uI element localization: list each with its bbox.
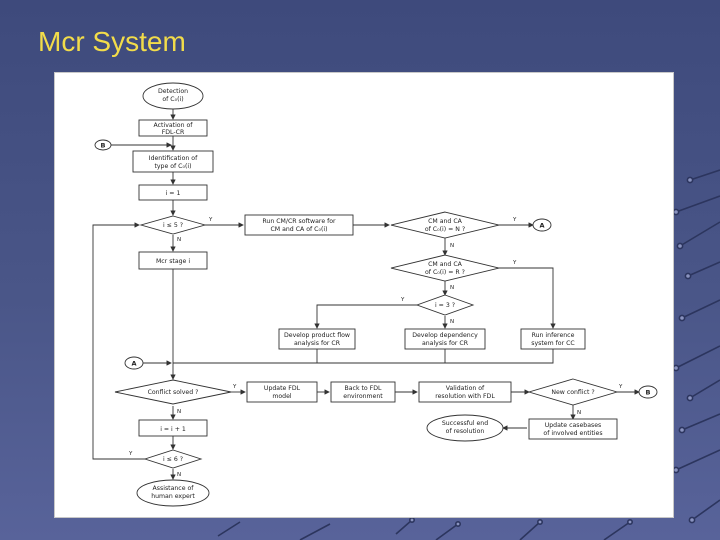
decision-cm-ca-n-line-1: CM and CA xyxy=(428,218,463,225)
decision-conflict-solved-label: Conflict solved ? xyxy=(148,389,199,396)
decision-cm-ca-r-line-2: of C₀(i) = R ? xyxy=(425,269,465,276)
flowchart-diagram: Detection of C₀(i) Activation of FDL-CR … xyxy=(92,82,658,507)
develop-product-flow-node: Develop product flow analysis for CR xyxy=(278,328,356,350)
successful-end-node: Successful end of resolution xyxy=(426,414,504,442)
increment-i-node: i = i + 1 xyxy=(138,419,208,437)
validation-line-1: Validation of xyxy=(446,385,485,392)
develop-dependency-node: Develop dependency analysis for CR xyxy=(404,328,486,350)
update-fdl-line-1: Update FDL xyxy=(264,385,301,392)
run-inference-line-1: Run inference xyxy=(532,332,575,339)
decision-i-leq-5-label: i ≤ 5 ? xyxy=(163,222,183,229)
successful-end-line-1: Successful end xyxy=(442,420,488,427)
edge-label-yes: Y xyxy=(512,217,517,223)
edge-label-no: N xyxy=(450,319,454,325)
connector-b: B xyxy=(94,139,112,151)
edge-label-no: N xyxy=(450,285,454,291)
edge-label-no: N xyxy=(450,243,454,249)
edge-label-no: N xyxy=(177,409,181,415)
run-cmcr-line-2: CM and CA of C₀(i) xyxy=(270,226,327,233)
connector-a-right-label: A xyxy=(539,222,544,230)
connector-a-right: A xyxy=(532,218,552,232)
develop-product-flow-line-2: analysis for CR xyxy=(294,340,341,347)
develop-product-flow-line-1: Develop product flow xyxy=(284,332,350,339)
slide-title: Mcr System xyxy=(38,26,186,57)
update-casebases-node: Update casebases of involved entities xyxy=(528,418,618,440)
back-to-fdl-node: Back to FDL environment xyxy=(330,381,396,403)
human-expert-node: Assistance of human expert xyxy=(136,479,210,507)
edge-label-no: N xyxy=(577,410,581,416)
develop-dependency-line-1: Develop dependency xyxy=(412,332,478,339)
decision-i-leq-6: i ≤ 6 ? xyxy=(143,449,203,469)
detection-line-1: Detection xyxy=(158,88,188,95)
validation-line-2: resolution with FDL xyxy=(435,393,495,400)
connector-b-label: B xyxy=(101,142,106,150)
detection-line-2: of C₀(i) xyxy=(162,96,183,103)
decision-conflict-solved: Conflict solved ? xyxy=(114,379,232,405)
decision-i-leq-6-label: i ≤ 6 ? xyxy=(163,456,183,463)
develop-dependency-line-2: analysis for CR xyxy=(422,340,469,347)
decision-cm-ca-n: CM and CA of C₀(i) = N ? xyxy=(390,211,500,239)
init-i-node: i = 1 xyxy=(138,184,208,201)
edge-label-yes: Y xyxy=(208,217,213,223)
activation-line-1: Activation of xyxy=(154,122,194,129)
edge-label-yes: Y xyxy=(618,384,623,390)
connector-a-left-label: A xyxy=(131,360,136,368)
validation-node: Validation of resolution with FDL xyxy=(418,381,512,403)
edge-label-yes: Y xyxy=(232,384,237,390)
edge-label-yes: Y xyxy=(128,451,133,457)
decision-new-conflict-label: New conflict ? xyxy=(551,389,594,396)
mcr-stage-node: Mcr stage i xyxy=(138,251,208,270)
connector-b-right: B xyxy=(638,385,658,399)
human-expert-line-1: Assistance of xyxy=(153,485,195,492)
run-inference-line-2: system for CC xyxy=(531,340,574,347)
update-casebases-line-2: of involved entities xyxy=(543,430,602,437)
decision-i-eq-3-label: i = 3 ? xyxy=(435,302,455,309)
detection-node: Detection of C₀(i) xyxy=(142,82,204,110)
back-to-fdl-line-2: environment xyxy=(343,393,383,400)
connector-b-right-label: B xyxy=(646,389,651,397)
update-fdl-line-2: model xyxy=(272,393,292,400)
decision-cm-ca-r-line-1: CM and CA xyxy=(428,261,463,268)
flowchart-edges xyxy=(92,109,640,480)
decision-cm-ca-n-line-2: of C₀(i) = N ? xyxy=(425,226,465,233)
edge-label-yes: Y xyxy=(512,260,517,266)
increment-i-label: i = i + 1 xyxy=(160,426,186,433)
successful-end-line-2: of resolution xyxy=(446,428,485,435)
decision-new-conflict: New conflict ? xyxy=(527,378,619,406)
edge-label-no: N xyxy=(177,237,181,243)
edge-label-yes: Y xyxy=(400,297,405,303)
decision-i-eq-3: i = 3 ? xyxy=(415,294,475,316)
activation-line-2: FDL-CR xyxy=(162,129,185,136)
identification-line-2: type of C₀(i) xyxy=(154,163,191,170)
mcr-stage-label: Mcr stage i xyxy=(156,258,190,265)
run-cmcr-line-1: Run CM/CR software for xyxy=(262,218,336,225)
update-fdl-node: Update FDL model xyxy=(246,381,318,403)
init-i-label: i = 1 xyxy=(166,190,181,197)
human-expert-line-2: human expert xyxy=(151,493,195,500)
decision-cm-ca-r: CM and CA of C₀(i) = R ? xyxy=(390,254,500,282)
run-cmcr-node: Run CM/CR software for CM and CA of C₀(i… xyxy=(244,214,354,236)
connector-a-left: A xyxy=(124,356,144,370)
identification-line-1: Identification of xyxy=(149,155,198,162)
run-inference-node: Run inference system for CC xyxy=(520,328,586,350)
flowchart-panel: Detection of C₀(i) Activation of FDL-CR … xyxy=(54,72,674,518)
identification-node: Identification of type of C₀(i) xyxy=(132,150,214,173)
activation-node: Activation of FDL-CR xyxy=(138,119,208,137)
update-casebases-line-1: Update casebases xyxy=(545,422,602,429)
edge-label-no: N xyxy=(177,472,181,478)
back-to-fdl-line-1: Back to FDL xyxy=(345,385,382,392)
decision-i-leq-5: i ≤ 5 ? xyxy=(139,215,207,235)
